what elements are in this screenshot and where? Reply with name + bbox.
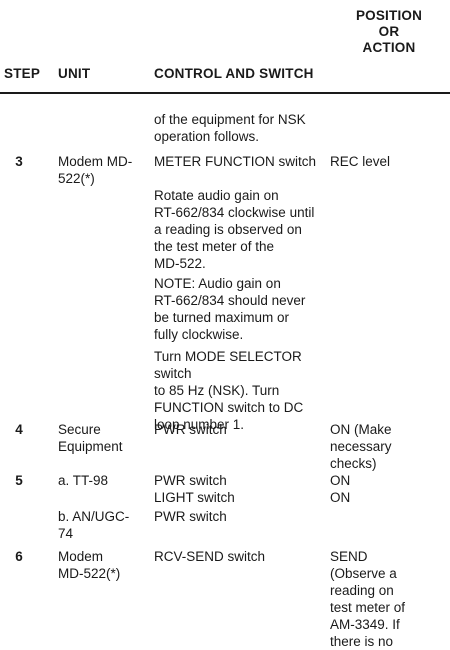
row-1-unit: Modem MD- 522(*) — [58, 154, 133, 187]
row-9-action: SEND (Observe a reading on test meter of… — [330, 548, 406, 649]
row-7-control: LIGHT switch — [154, 490, 235, 506]
row-6-control: PWR switch — [154, 472, 227, 488]
row-7-action: ON — [330, 490, 351, 506]
row-0-control: of the equipment for NSK operation follo… — [154, 111, 306, 144]
row-5-control: PWR switch — [154, 421, 227, 437]
row-9-step: 6 — [15, 548, 23, 564]
row-9-unit: Modem MD-522(*) — [58, 548, 121, 581]
row-2-control: Rotate audio gain on RT-662/834 clockwis… — [154, 187, 315, 271]
row-3-control: NOTE: Audio gain on RT-662/834 should ne… — [154, 275, 306, 342]
header-unit: UNIT — [58, 66, 91, 81]
row-8-unit: b. AN/UGC- 74 — [58, 508, 130, 541]
header-step: STEP — [4, 66, 41, 81]
row-1-control: METER FUNCTION switch — [154, 154, 316, 170]
row-1-action: REC level — [330, 154, 391, 170]
row-6-step: 5 — [15, 472, 23, 488]
row-5-action: ON (Make necessary checks) — [330, 421, 392, 471]
header-rule — [0, 92, 450, 94]
row-9-control: RCV-SEND switch — [154, 548, 266, 564]
row-5-unit: Secure Equipment — [58, 421, 123, 454]
header-control: CONTROL AND SWITCH — [154, 66, 314, 81]
row-4-control: Turn MODE SELECTOR switch to 85 Hz (NSK)… — [154, 349, 304, 433]
row-5-step: 4 — [15, 421, 23, 437]
row-8-control: PWR switch — [154, 508, 227, 524]
row-6-action: ON — [330, 472, 351, 488]
row-1-step: 3 — [15, 154, 23, 170]
row-6-unit: a. TT-98 — [58, 472, 109, 488]
header-position: POSITION OR ACTION — [355, 8, 423, 55]
